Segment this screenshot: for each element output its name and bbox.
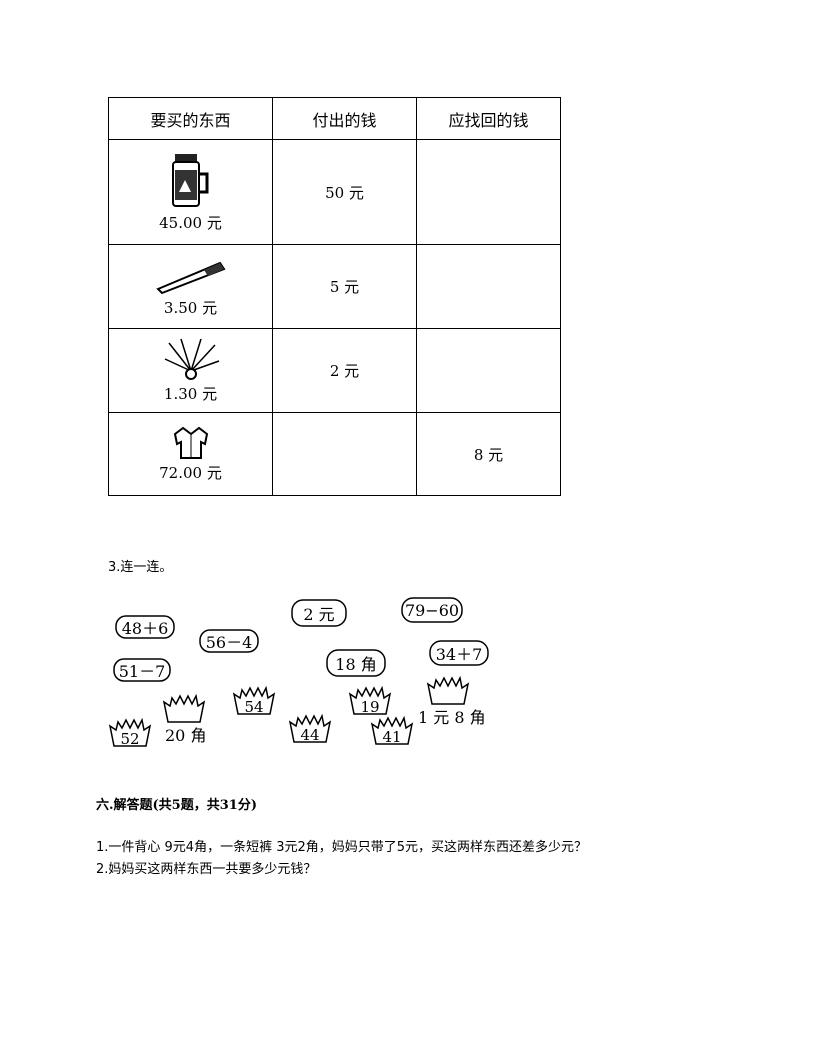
cloud-card[interactable]: 2 元 — [290, 598, 348, 628]
grass-card[interactable]: 41 — [370, 716, 414, 746]
table-row: 1.30 元 2 元 — [108, 328, 561, 413]
item-price: 45.00 元 — [159, 213, 222, 232]
cloud-card[interactable]: 79−60 — [400, 596, 464, 624]
change-cell[interactable] — [416, 139, 561, 245]
table-row: 72.00 元 8 元 — [108, 412, 561, 496]
price-table: 要买的东西 付出的钱 应找回的钱 45.00 元 50 元 3.50 元 5 元… — [108, 97, 561, 496]
change-cell: 8 元 — [416, 412, 561, 496]
item-price: 1.30 元 — [163, 385, 218, 403]
cloud-card[interactable]: 48＋6 — [112, 614, 178, 640]
cloud-card[interactable]: 51－7 — [112, 657, 172, 683]
question-1: 1.一件背心 9元4角，一条短裤 3元2角，妈妈只带了5元，买这两样东西还差多少… — [96, 840, 588, 855]
grass-card[interactable]: 44 — [288, 714, 332, 744]
grass-card[interactable]: 19 — [348, 686, 392, 716]
section-title: 六.解答题(共5题，共31分) — [96, 798, 257, 813]
grass-card-empty[interactable] — [162, 694, 206, 724]
grass-card[interactable]: 52 — [108, 718, 152, 748]
shirt-icon — [173, 426, 208, 459]
pen-icon — [155, 261, 226, 295]
item-price: 3.50 元 — [163, 299, 218, 317]
table-row: 45.00 元 50 元 — [108, 139, 561, 245]
cloud-card[interactable]: 56－4 — [198, 628, 260, 654]
header-change: 应找回的钱 — [416, 97, 561, 140]
question-2: 2.妈妈买这两样东西一共要多少元钱？ — [96, 862, 317, 877]
table-header-row: 要买的东西 付出的钱 应找回的钱 — [108, 97, 561, 140]
change-cell[interactable] — [416, 244, 561, 329]
grass-card[interactable]: 54 — [232, 686, 276, 716]
grass-card-empty[interactable] — [426, 676, 470, 706]
item-price: 72.00 元 — [159, 463, 222, 482]
cloud-card[interactable]: 18 角 — [325, 648, 387, 678]
cloud-card[interactable]: 34＋7 — [428, 639, 490, 667]
jar-icon — [171, 153, 208, 207]
change-cell[interactable] — [416, 328, 561, 413]
paid-cell: 5 元 — [272, 244, 417, 329]
paid-cell: 50 元 — [272, 139, 417, 245]
paid-cell: 2 元 — [272, 328, 417, 413]
paid-cell[interactable] — [272, 412, 417, 496]
match-title: 3.连一连。 — [108, 560, 173, 575]
table-row: 3.50 元 5 元 — [108, 244, 561, 329]
header-item: 要买的东西 — [108, 97, 273, 140]
shuttlecock-icon — [164, 338, 219, 380]
grass-label: 20 角 — [165, 726, 207, 745]
grass-label: 1 元 8 角 — [418, 708, 486, 727]
header-paid: 付出的钱 — [272, 97, 417, 140]
